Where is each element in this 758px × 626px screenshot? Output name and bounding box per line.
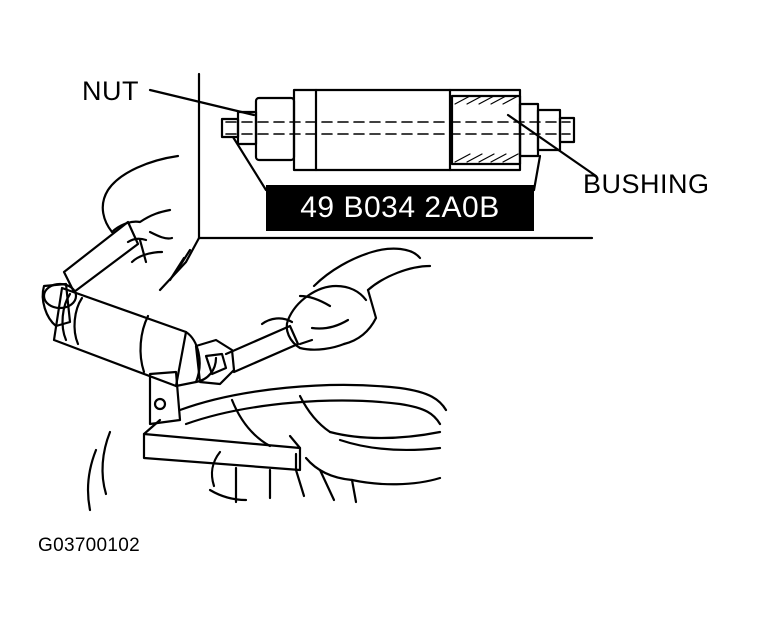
vehicle-frame (86, 383, 448, 512)
inset-frame (158, 72, 594, 292)
nut-leader (148, 88, 256, 117)
bushing-shape (450, 94, 522, 166)
nut-label: NUT (82, 76, 139, 106)
tool-cylinder (52, 286, 218, 388)
tool-number-label: 49 B034 2A0B (266, 185, 534, 231)
wrench (224, 317, 314, 374)
bushing-leader (506, 113, 598, 178)
bushing-label: BUSHING (583, 169, 710, 199)
bushing-tool-inset (220, 88, 576, 192)
upper-hand (101, 154, 180, 264)
figure-code: G03700102 (38, 535, 141, 556)
lower-hand (285, 247, 432, 351)
bracket (142, 370, 302, 472)
end-nut (194, 338, 236, 386)
